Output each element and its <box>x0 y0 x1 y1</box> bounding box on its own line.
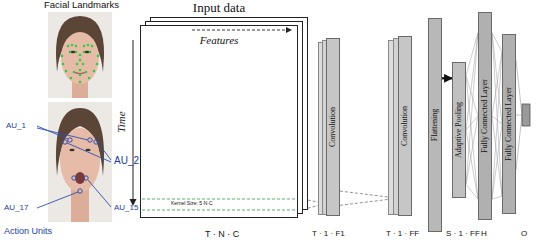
time-arrow <box>130 40 137 206</box>
flatten-layer: Flattening <box>428 18 442 232</box>
output-layer <box>516 60 530 170</box>
dimension-label: H <box>481 229 487 238</box>
pooling-layer: Adaptive Pooling <box>452 62 466 198</box>
layer-connection <box>466 33 478 199</box>
layer-connection <box>492 33 502 199</box>
action-unit-photo <box>37 102 112 222</box>
layer-name: Fully Connected Layer <box>504 87 513 161</box>
dimension-label: T · N · C <box>205 229 239 239</box>
flow-arrow <box>442 77 452 79</box>
photo-title: Facial Landmarks <box>44 0 119 11</box>
layer-name: Adaptive Pooling <box>454 102 463 158</box>
dimension-label: T · 1 · FF <box>386 229 419 238</box>
dense-layer: Fully Connected Layer <box>502 34 516 214</box>
conv-layer: Convolution <box>326 38 340 216</box>
photo-title: Action Units <box>4 226 52 236</box>
leader-lines <box>37 126 111 208</box>
dense-layer: Fully Connected Layer <box>478 12 492 220</box>
dimension-label: T · 1 · F1 <box>312 229 345 238</box>
action-unit-label: AU_15 <box>114 203 138 212</box>
input-sheet: Input dataFeaturesKernel Size: 5·N·C <box>140 25 298 218</box>
axis-label: Features <box>200 34 239 47</box>
conv-layer: Convolution <box>398 36 412 216</box>
panel-heading: Input data <box>193 1 245 16</box>
layer-name: Flattening <box>430 109 439 141</box>
action-unit-label: AU_1 <box>6 121 26 130</box>
dimension-label: O <box>521 229 527 238</box>
kernel-note: Kernel Size: 5·N·C <box>171 201 213 207</box>
dimension-label: S · 1 · FF <box>446 229 480 238</box>
layer-name: Convolution <box>328 107 337 147</box>
axis-label: Time <box>115 111 128 132</box>
layer-name: Fully Connected Layer <box>480 79 489 153</box>
layer-name: Convolution <box>400 106 409 146</box>
landmark-photo <box>48 12 112 98</box>
action-unit-label: AU_2 <box>114 155 139 167</box>
action-unit-label: AU_17 <box>4 203 28 212</box>
